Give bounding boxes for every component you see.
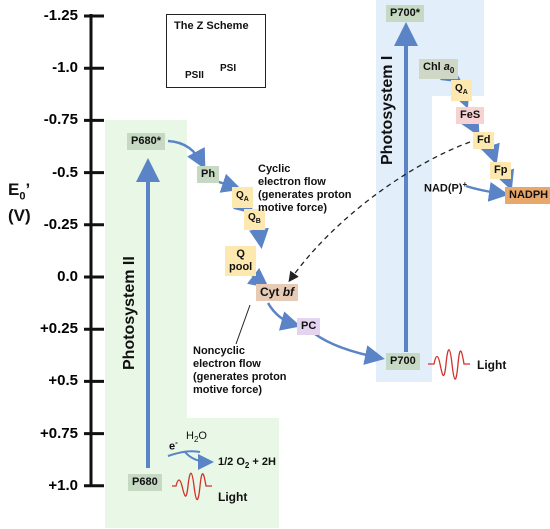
fes-box: FeS xyxy=(456,107,485,124)
y-axis-title: E0’ (V) xyxy=(8,180,31,226)
noncyclic-pointer-line xyxy=(235,304,251,345)
annotation-line: Noncyclic xyxy=(193,345,245,357)
water-splitting-curve xyxy=(167,450,201,457)
flow-pc-p700 xyxy=(314,332,385,365)
z-scheme-inset: The Z Scheme PSII PSI xyxy=(166,14,266,88)
y-axis-tick-label: -0.25 xyxy=(43,215,78,233)
nadph-box: NADPH xyxy=(505,187,550,204)
p700-star-box: P700* xyxy=(386,5,424,22)
y-axis-tick-label: -0.5 xyxy=(52,163,78,181)
flow-fes-fd xyxy=(460,114,480,137)
water-label: H2O xyxy=(186,430,207,445)
annotation-line: Cyclic xyxy=(258,163,291,175)
p680-box: P680 xyxy=(128,474,162,491)
pc-box: PC xyxy=(297,318,321,335)
inset-psi-label: PSI xyxy=(220,63,237,74)
y-axis-tick-label: +0.5 xyxy=(48,372,78,390)
qb-box: QB xyxy=(244,209,265,230)
y-axis-tick-label: -1.25 xyxy=(43,7,78,24)
qa-box: QA xyxy=(232,187,253,208)
fp-box: Fp xyxy=(490,162,512,179)
y-axis-tick-label: +1.0 xyxy=(48,476,78,494)
p700-box: P700 xyxy=(386,353,420,370)
nadp-label: NAD(P)+ xyxy=(424,180,468,195)
ph-box: Ph xyxy=(197,166,220,183)
photosystem-i-label: Photosystem I xyxy=(379,55,396,165)
chl-a0-box: Chl a0 xyxy=(419,59,459,80)
annotation-line: electron flow xyxy=(193,358,261,370)
oxygen-label: 1/2 O2 + 2H xyxy=(218,456,276,471)
flow-qpool-cytbf xyxy=(247,267,269,289)
photosystem-ii-panel-lower xyxy=(187,418,279,528)
cyt-bf-box: Cyt bf xyxy=(256,284,299,301)
light-ps1-label: Light xyxy=(477,358,507,372)
annotation-line: motive force) xyxy=(193,384,263,396)
fd-box: Fd xyxy=(473,132,495,149)
water-to-oxygen-arrow xyxy=(184,451,214,470)
flow-fd-fp xyxy=(480,142,500,165)
y-axis-tick-label: +0.25 xyxy=(40,320,78,338)
annotation-line: motive force) xyxy=(258,202,328,214)
inset-title: The Z Scheme xyxy=(174,20,249,32)
qa-psi-box: QA xyxy=(451,80,472,101)
flow-fp-nadph xyxy=(495,168,515,191)
y-axis-tick-label: +0.75 xyxy=(40,424,78,442)
flow-nadp-nadph xyxy=(465,181,509,202)
light-ps2-label: Light xyxy=(218,490,248,504)
photosystem-ii-label: Photosystem II xyxy=(121,256,138,370)
flow-cytbf-pc xyxy=(266,302,301,331)
flow-p680star-ph xyxy=(167,139,206,170)
y-axis-tick-label: 0.0 xyxy=(57,268,78,285)
light-wave-ps2 xyxy=(172,472,212,501)
light-wave-ps1 xyxy=(428,349,470,380)
inset-psii-label: PSII xyxy=(185,70,204,81)
cyclic-flow-arrow xyxy=(288,141,471,283)
y-axis-tick-label: -0.75 xyxy=(43,111,78,129)
y-axis-ticks xyxy=(84,14,104,488)
annotation-line: electron flow xyxy=(258,176,326,188)
p680-star-box: P680* xyxy=(127,133,165,150)
electron-label: e- xyxy=(169,438,178,453)
annotation-line: (generates proton xyxy=(193,371,287,383)
annotation-line: (generates proton xyxy=(258,189,352,201)
y-axis-tick-label: -1.0 xyxy=(52,59,78,77)
